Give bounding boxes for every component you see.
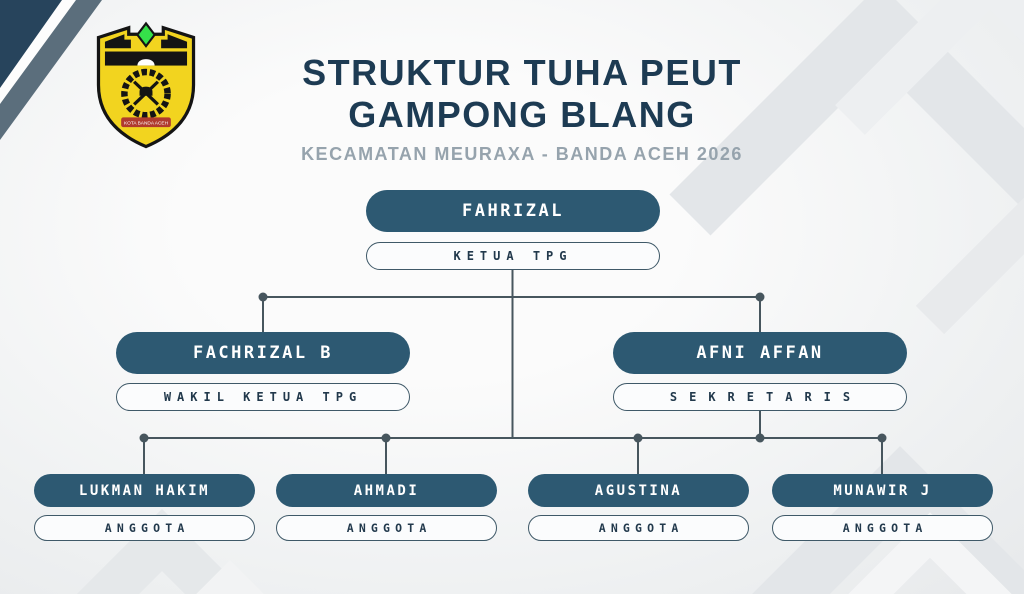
org-node-member4-role: ANGGOTA [772,515,993,541]
org-node-wakil-role: WAKIL KETUA TPG [116,383,410,411]
logo-banner-text: KOTA BANDA ACEH [124,121,169,127]
org-node-sekretaris-role: SEKRETARIS [613,383,907,411]
org-node-member2-role: ANGGOTA [276,515,497,541]
org-node-ketua-role: KETUA TPG [366,242,660,270]
org-node-member1-role: ANGGOTA [34,515,255,541]
org-node-member2-name: AHMADI [276,474,497,507]
org-node-wakil-name: FACHRIZAL B [116,332,410,374]
org-node-member3-name: AGUSTINA [528,474,749,507]
page-subtitle: KECAMATAN MEURAXA - BANDA ACEH 2026 [301,144,743,164]
banda-aceh-logo: KOTA BANDA ACEH [92,20,200,150]
org-node-member3-role: ANGGOTA [528,515,749,541]
page-title-line1: STRUKTUR TUHA PEUT [302,52,742,93]
header: STRUKTUR TUHA PEUT GAMPONG BLANG KECAMAT… [162,52,882,165]
org-node-sekretaris-name: AFNI AFFAN [613,332,907,374]
city-emblem-icon: KOTA BANDA ACEH [96,21,196,149]
org-node-ketua-name: FAHRIZAL [366,190,660,232]
org-node-member4-name: MUNAWIR J [772,474,993,507]
org-node-member1-name: LUKMAN HAKIM [34,474,255,507]
page-title-line2: GAMPONG BLANG [348,94,696,135]
